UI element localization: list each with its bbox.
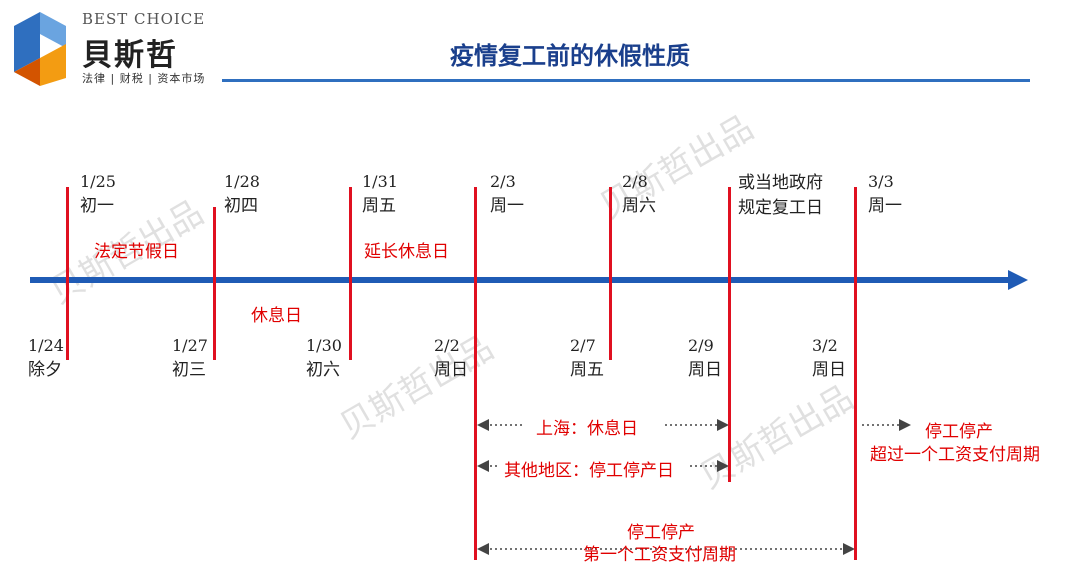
date-label: 2/7 xyxy=(570,336,596,355)
date-label: 2/9 xyxy=(688,336,714,355)
top-label: 3/3 周一 xyxy=(868,172,902,216)
date-label: 1/30 xyxy=(306,336,342,355)
date-label: 1/25 xyxy=(80,172,116,191)
date-label: 1/24 xyxy=(28,336,64,355)
marker-line xyxy=(213,207,216,360)
day-label: 初六 xyxy=(306,360,340,380)
logo-icon xyxy=(14,12,66,86)
extended-rest-label: 延长休息日 xyxy=(364,242,449,262)
day-label: 周六 xyxy=(622,196,656,216)
marker-line xyxy=(854,187,857,560)
day-label: 规定复工日 xyxy=(738,198,823,218)
bottom-label: 2/9 周日 xyxy=(688,336,722,380)
day-label: 初一 xyxy=(80,196,114,216)
logo xyxy=(10,8,76,86)
timeline-arrowhead xyxy=(1008,270,1028,290)
day-label: 周五 xyxy=(362,196,396,216)
day-label: 周日 xyxy=(434,360,468,380)
top-label: 1/28 初四 xyxy=(224,172,260,216)
date-label: 3/2 xyxy=(812,336,838,355)
marker-line xyxy=(609,187,612,360)
stop-work-label-2: 停工停产 xyxy=(925,422,993,442)
day-label: 周日 xyxy=(688,360,722,380)
top-label: 2/8 周六 xyxy=(622,172,656,216)
day-label: 周一 xyxy=(868,196,902,216)
beyond-pay-cycle-label: 超过一个工资支付周期 xyxy=(870,445,1040,465)
top-label: 或当地政府 规定复工日 xyxy=(738,168,823,218)
day-label: 初三 xyxy=(172,360,206,380)
brand-name-en: BEST CHOICE xyxy=(82,10,206,28)
bottom-label: 2/2 周日 xyxy=(434,336,468,380)
rest-day-label: 休息日 xyxy=(251,306,302,326)
day-label: 或当地政府 xyxy=(738,173,823,193)
day-label: 周一 xyxy=(490,196,524,216)
title-underline xyxy=(222,79,1030,82)
top-label: 1/31 周五 xyxy=(362,172,398,216)
marker-line xyxy=(474,187,477,560)
date-label: 2/3 xyxy=(490,172,516,191)
marker-line xyxy=(728,187,731,482)
bottom-label: 1/27 初三 xyxy=(172,336,208,380)
day-label: 周日 xyxy=(812,360,846,380)
bottom-label: 1/30 初六 xyxy=(306,336,342,380)
marker-line xyxy=(349,187,352,360)
legal-holiday-label: 法定节假日 xyxy=(94,242,179,262)
day-label: 周五 xyxy=(570,360,604,380)
bottom-label: 2/7 周五 xyxy=(570,336,604,380)
day-label: 除夕 xyxy=(28,360,62,380)
first-pay-cycle-label: 第一个工资支付周期 xyxy=(583,545,736,565)
bottom-label: 3/2 周日 xyxy=(812,336,846,380)
brand-tagline: 法律 | 财税 | 资本市场 xyxy=(82,72,206,85)
page-title: 疫情复工前的休假性质 xyxy=(450,42,690,70)
other-regions-label: 其他地区：停工停产日 xyxy=(504,461,674,481)
brand-name-cn: 貝斯哲 xyxy=(82,38,178,73)
date-label: 2/8 xyxy=(622,172,648,191)
top-label: 2/3 周一 xyxy=(490,172,524,216)
stop-work-label: 停工停产 xyxy=(627,523,695,543)
date-label: 2/2 xyxy=(434,336,460,355)
marker-line xyxy=(66,187,69,360)
top-label: 1/25 初一 xyxy=(80,172,116,216)
bottom-label: 1/24 除夕 xyxy=(28,336,64,380)
day-label: 初四 xyxy=(224,196,258,216)
date-label: 1/31 xyxy=(362,172,398,191)
shanghai-label: 上海：休息日 xyxy=(536,419,638,439)
date-label: 1/28 xyxy=(224,172,260,191)
date-label: 1/27 xyxy=(172,336,208,355)
date-label: 3/3 xyxy=(868,172,894,191)
